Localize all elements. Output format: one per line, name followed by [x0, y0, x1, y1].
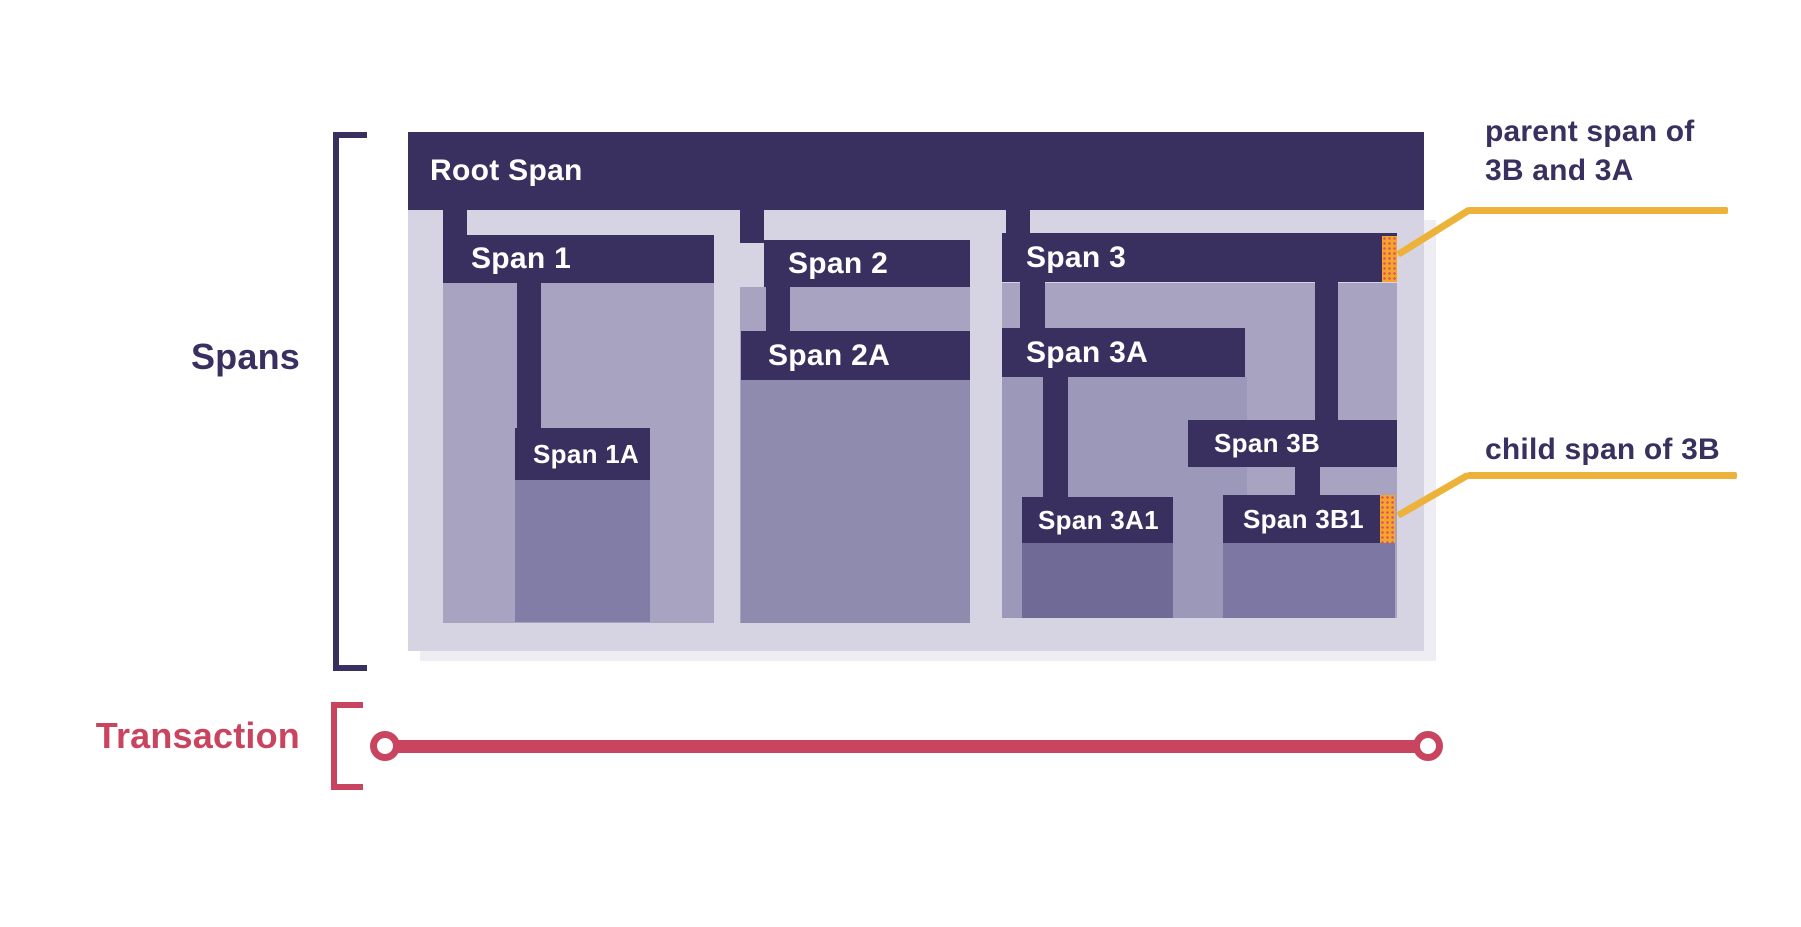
spans-label: Spans	[190, 336, 300, 377]
connector-span3-to-span3a	[1020, 280, 1045, 332]
parent-span-marker	[1382, 236, 1397, 282]
transaction-timeline	[393, 740, 1423, 753]
transaction-bracket	[331, 702, 363, 790]
span3-bar-label: Span 3	[1026, 240, 1127, 274]
span1-bar-label: Span 1	[471, 242, 572, 275]
span3b1-bar-label: Span 3B1	[1243, 503, 1364, 534]
span1-bar: Span 1	[443, 235, 714, 283]
span3a1-bar-label: Span 3A1	[1038, 504, 1159, 535]
connector-span3-to-span3b	[1315, 280, 1338, 422]
spans-bracket	[333, 132, 367, 671]
span3a1-duration-fill	[1022, 543, 1173, 618]
span3a-bar: Span 3A	[1002, 328, 1245, 377]
span3b-bar: Span 3B	[1188, 420, 1397, 467]
span1a-bar-label: Span 1A	[533, 438, 640, 469]
span2-bar: Span 2	[764, 240, 970, 287]
connector-root-to-span3	[1006, 208, 1030, 236]
child-span-marker	[1380, 495, 1395, 543]
connector-span2-to-span2a	[766, 285, 790, 334]
connector-span1-to-span1a	[517, 281, 541, 431]
span3a-bar-label: Span 3A	[1026, 335, 1149, 369]
transaction-label: Transaction	[95, 715, 300, 756]
parent-span-callout-line1: parent span of	[1485, 115, 1695, 148]
child-span-callout-underline	[1467, 472, 1737, 479]
connector-root-to-span1	[443, 208, 467, 238]
span3b1-bar: Span 3B1	[1223, 495, 1395, 543]
span3-bar: Span 3	[1002, 233, 1397, 282]
span2a-bar-label: Span 2A	[768, 338, 891, 372]
child-span-callout-line1: child span of 3B	[1485, 433, 1720, 466]
parent-span-callout-text: parent span of 3B and 3A	[1485, 112, 1695, 190]
span3a1-bar: Span 3A1	[1022, 497, 1173, 543]
root-span-bar-label: Root Span	[430, 154, 583, 187]
span1a-bar: Span 1A	[515, 428, 650, 480]
span3b-bar-label: Span 3B	[1214, 428, 1321, 458]
span2-bar-label: Span 2	[788, 246, 889, 280]
connector-root-to-span2	[740, 208, 764, 243]
connector-span3a-to-span3a1	[1043, 375, 1068, 499]
child-span-callout-text: child span of 3B	[1485, 430, 1720, 469]
span1a-duration-fill	[515, 480, 650, 622]
span3b1-duration-fill	[1223, 543, 1395, 618]
root-span-bar: Root Span	[408, 132, 1424, 210]
transaction-start-node	[370, 731, 400, 761]
connector-span3b-to-span3b1	[1295, 465, 1320, 497]
span2a-duration-fill	[741, 380, 970, 623]
transaction-end-node	[1413, 731, 1443, 761]
parent-span-callout-underline	[1468, 207, 1728, 214]
parent-span-callout-line2: 3B and 3A	[1485, 154, 1634, 187]
span2a-bar: Span 2A	[741, 331, 970, 380]
